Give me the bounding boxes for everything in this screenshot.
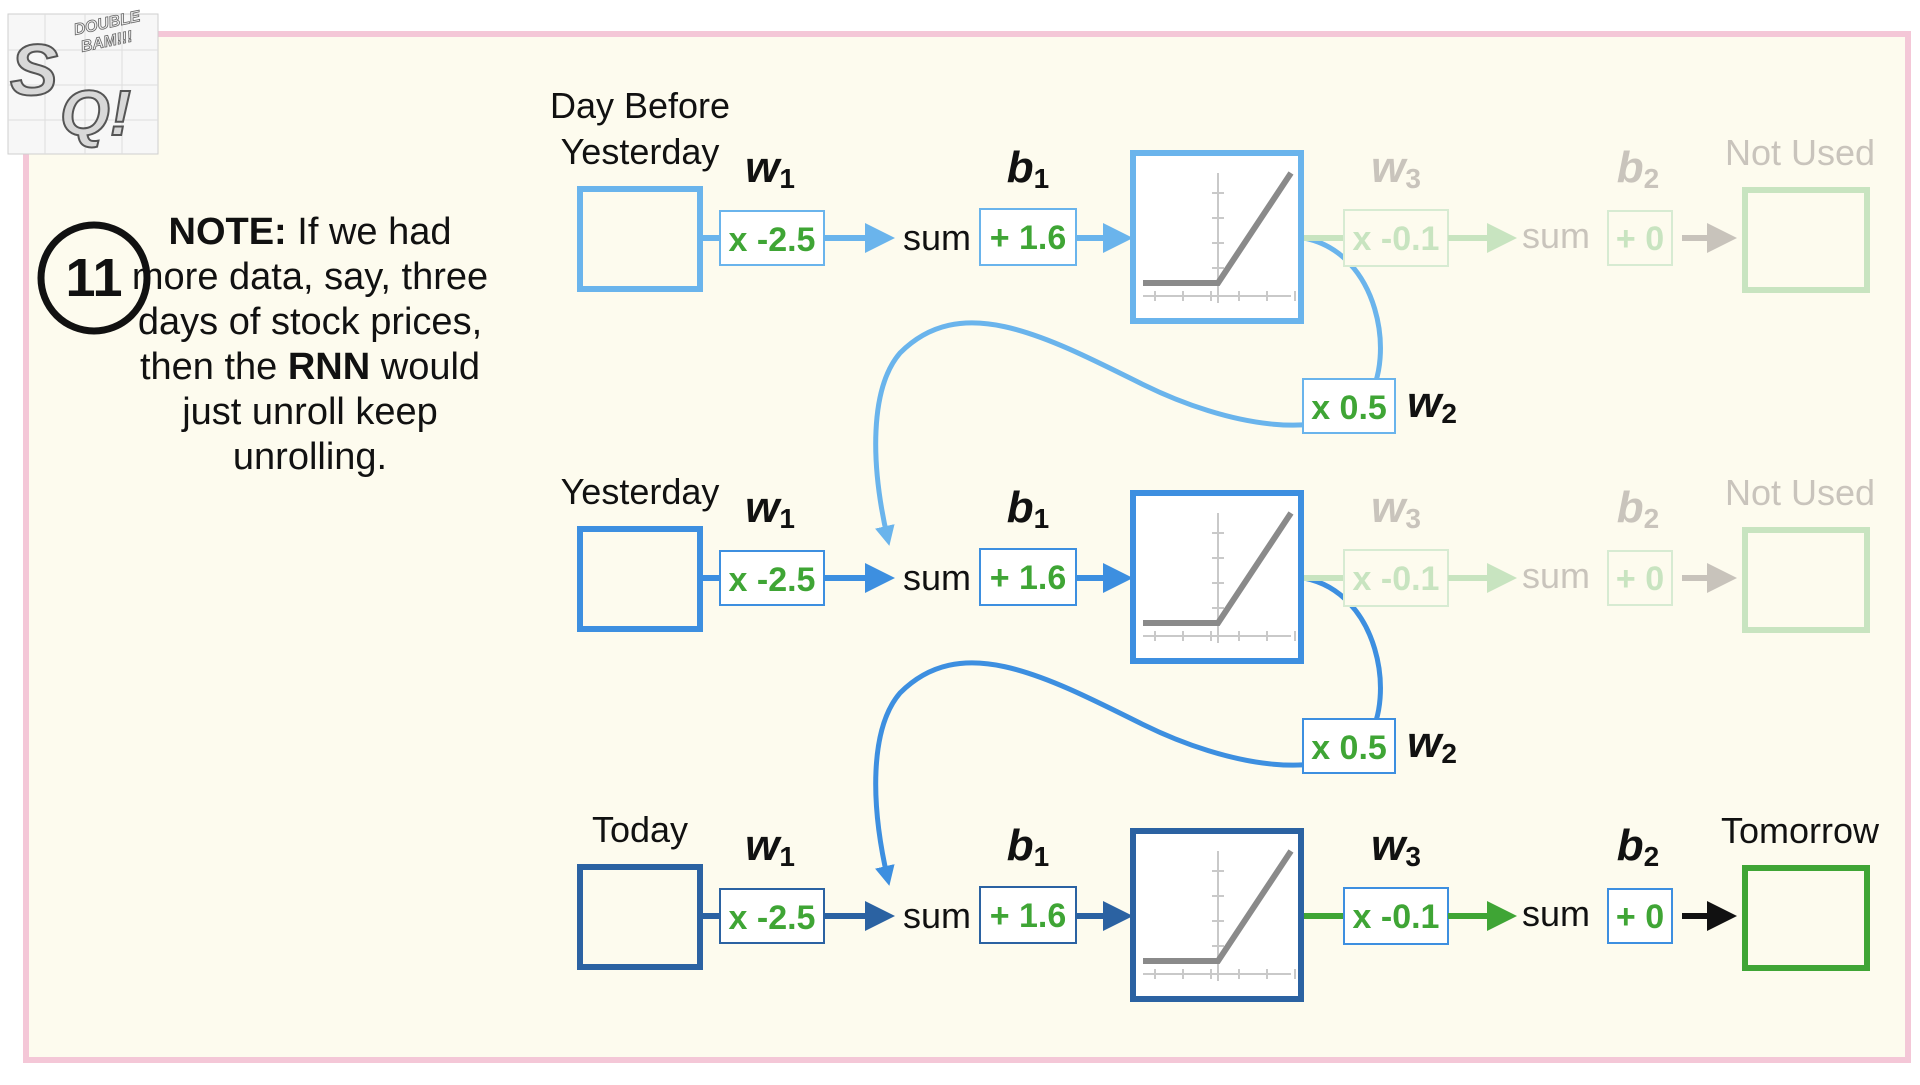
- row-2: Yesterday w1 x -2.5 sum b1 + 1.6 w3 x -0.1 sum b2…: [561, 471, 1875, 664]
- b2-label: b2: [1617, 821, 1659, 872]
- w3-weight-box: [1343, 549, 1449, 607]
- input-label: Yesterday: [561, 131, 720, 172]
- w3-weight: x -0.1: [1353, 898, 1440, 936]
- w3-weight-box: [1343, 209, 1449, 267]
- input-label: Today: [592, 809, 688, 850]
- svg-text:S: S: [10, 31, 58, 111]
- svg-text:Q!: Q!: [60, 77, 131, 149]
- input-box: [577, 186, 703, 292]
- note-rnn: RNN: [287, 346, 371, 388]
- step-number-badge: 11: [37, 221, 151, 335]
- output-label: Not Used: [1725, 132, 1875, 173]
- b2-bias: + 0: [1616, 220, 1664, 258]
- b2-label: b2: [1617, 143, 1659, 194]
- w2-weight-box: [1302, 718, 1396, 774]
- sum-node: sum: [903, 557, 971, 598]
- page-frame: [23, 31, 1911, 1063]
- w3-label: w3: [1371, 143, 1421, 194]
- sum2-node: sum: [1522, 215, 1590, 256]
- w1-weight-box: [719, 550, 825, 606]
- w3-weight-box: [1343, 887, 1449, 945]
- w1-weight: x -2.5: [729, 561, 816, 599]
- w2-label: w2: [1407, 718, 1457, 769]
- input-box: [577, 526, 703, 632]
- input-label: Yesterday: [561, 471, 720, 512]
- input-box: [577, 864, 703, 970]
- step-number: 11: [65, 248, 122, 308]
- b2-bias-box: [1607, 550, 1673, 606]
- w2-weight: x 0.5: [1311, 389, 1387, 427]
- w3-label: w3: [1371, 483, 1421, 534]
- input-label-line1: Day Before: [550, 85, 730, 126]
- note-prefix: NOTE:: [168, 211, 287, 253]
- b2-label: b2: [1617, 483, 1659, 534]
- w1-weight: x -2.5: [729, 221, 816, 259]
- b1-label: b1: [1007, 821, 1049, 872]
- w2-weight-box: [1302, 378, 1396, 434]
- loop-arrow: [873, 235, 1383, 546]
- note-part1: If we had more data, say, three days of …: [131, 211, 489, 388]
- loop-arrow: [873, 575, 1383, 886]
- b1-bias: + 1.6: [990, 897, 1067, 935]
- b1-label: b1: [1007, 483, 1049, 534]
- sum2-node: sum: [1522, 555, 1590, 596]
- w2-label: w2: [1407, 378, 1457, 429]
- w1-label: w1: [745, 821, 795, 872]
- row-3: Today w1 x -2.5 sum b1 + 1.6 w3 x -0.1 sum b2 + 0 T…: [577, 809, 1880, 1002]
- b1-bias: + 1.6: [990, 219, 1067, 257]
- sum2-node: sum: [1522, 893, 1590, 934]
- w3-weight: x -0.1: [1353, 560, 1440, 598]
- w1-weight-box: [719, 210, 825, 266]
- b2-bias-box: [1607, 888, 1673, 944]
- feedback-loop-2: x 0.5 w2: [873, 575, 1457, 886]
- feedback-loop-1: x 0.5 w2: [873, 235, 1457, 546]
- w1-weight-box: [719, 888, 825, 944]
- output-box: [1742, 865, 1870, 971]
- w3-label: w3: [1371, 821, 1421, 872]
- relu-activation: [1130, 828, 1304, 1002]
- sum-node: sum: [903, 217, 971, 258]
- note-text: NOTE: If we had more data, say, three da…: [130, 210, 490, 480]
- output-label: Not Used: [1725, 472, 1875, 513]
- b2-bias: + 0: [1616, 560, 1664, 598]
- output-label: Tomorrow: [1721, 810, 1880, 851]
- w2-weight: x 0.5: [1311, 729, 1387, 767]
- b2-bias-box: [1607, 210, 1673, 266]
- b1-bias-box: [979, 548, 1077, 606]
- b2-bias: + 0: [1616, 898, 1664, 936]
- output-box: [1742, 187, 1870, 293]
- note-part2: would just unroll keep unrolling.: [182, 346, 481, 478]
- w3-weight: x -0.1: [1353, 220, 1440, 258]
- statquest-logo: S Q! DOUBLE BAM!!!: [7, 8, 159, 155]
- b1-label: b1: [1007, 143, 1049, 194]
- output-box: [1742, 527, 1870, 633]
- w1-label: w1: [745, 143, 795, 194]
- b1-bias: + 1.6: [990, 559, 1067, 597]
- relu-activation: [1130, 490, 1304, 664]
- sum-node: sum: [903, 895, 971, 936]
- w1-weight: x -2.5: [729, 899, 816, 937]
- b1-bias-box: [979, 886, 1077, 944]
- w1-label: w1: [745, 483, 795, 534]
- relu-activation: [1130, 150, 1304, 324]
